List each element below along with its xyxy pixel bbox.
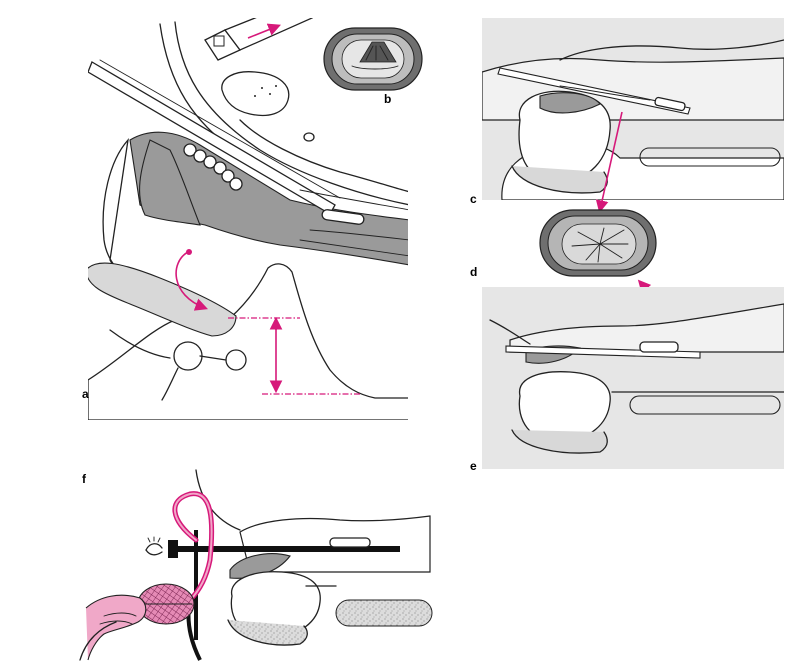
panel-b-endoscopic-view — [323, 27, 423, 91]
measurement-indicator — [228, 316, 360, 395]
mucosal-folds — [571, 227, 629, 263]
panel-label-b: b — [384, 92, 391, 106]
anal-sphincter-folds — [183, 143, 243, 191]
instrument-tip — [204, 18, 313, 61]
panel-label-e: e — [470, 459, 477, 473]
panel-label-f: f — [82, 472, 87, 486]
panel-label-d: d — [470, 265, 477, 279]
panel-label-a: a — [82, 387, 89, 401]
panel-c-positioning-view — [482, 18, 784, 214]
panel-f-insufflation-view — [79, 469, 433, 661]
rigid-scope — [168, 530, 400, 640]
eyepiece-icon — [145, 536, 163, 556]
hand — [79, 594, 147, 661]
panel-e-positioning-view — [482, 287, 784, 469]
panel-label-c: c — [470, 192, 477, 206]
panel-d-endoscopic-view — [539, 209, 689, 337]
panel-a-sagittal-view — [88, 18, 408, 420]
